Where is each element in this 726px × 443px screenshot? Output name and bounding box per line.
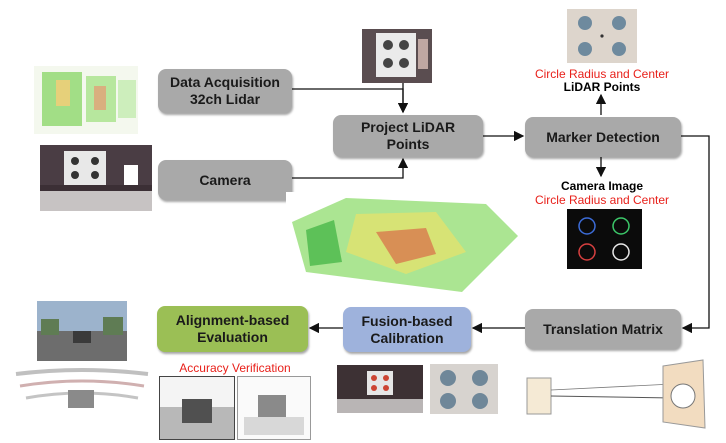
marker-detection-label: Marker Detection	[546, 128, 660, 145]
lidar-marker-board-image	[567, 9, 637, 63]
project-lidar-label: Project LiDAR Points	[360, 119, 456, 152]
lidar-points-label: LiDAR Points	[563, 80, 641, 94]
fusion-calibration-label: Fusion-based Calibration	[361, 312, 453, 346]
accuracy-image-2	[237, 376, 311, 440]
alignment-evaluation-box: Alignment-based Evaluation	[157, 306, 308, 352]
translation-matrix-label: Translation Matrix	[543, 320, 663, 337]
alignment-evaluation-label: Alignment-based Evaluation	[175, 312, 290, 345]
fusion-calibration-box: Fusion-based Calibration	[343, 307, 471, 352]
camera-image-label: Camera Image	[560, 179, 644, 193]
marker-detection-box: Marker Detection	[525, 117, 681, 157]
arrow-marker-to-translation	[681, 135, 710, 334]
point-cloud-3d-image	[286, 192, 522, 296]
accuracy-image-1	[159, 376, 235, 440]
projected-lidar-image	[362, 29, 432, 83]
data-acquisition-box: Data Acquisition 32ch Lidar	[158, 69, 292, 113]
data-acquisition-label: Data Acquisition 32ch Lidar	[170, 74, 280, 107]
arrow-acquisition-to-project	[292, 88, 409, 114]
lidar-circle-label: Circle Radius and Center	[534, 67, 670, 81]
camera-label: Camera	[199, 171, 251, 188]
project-lidar-box: Project LiDAR Points	[333, 115, 483, 157]
translation-matrix-box: Translation Matrix	[525, 309, 681, 349]
camera-circle-detection-image	[567, 209, 642, 269]
road-scene-image	[37, 301, 127, 361]
camera-circle-label: Circle Radius and Center	[534, 193, 670, 207]
lidar-scan-image	[34, 66, 138, 134]
arrow-camera-to-project	[292, 157, 409, 179]
calibration-photo-image	[337, 365, 423, 413]
road-lidar-image	[12, 364, 152, 416]
accuracy-label: Accuracy Verification	[179, 361, 291, 375]
geometry-sketch-image	[523, 358, 723, 434]
calibration-board-image	[430, 364, 498, 414]
camera-box: Camera	[158, 160, 292, 200]
camera-view-image	[40, 145, 152, 211]
